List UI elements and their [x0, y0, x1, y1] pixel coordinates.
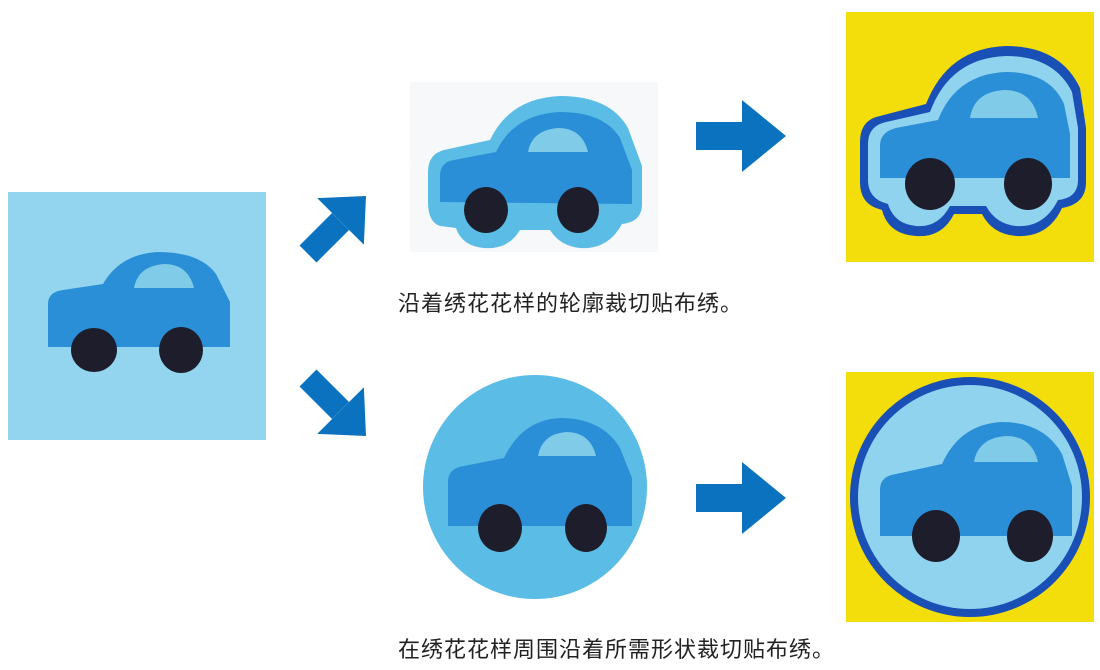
arrow-down-right [292, 362, 382, 452]
caption-top: 沿着绣花花样的轮廓裁切贴布绣。 [398, 292, 744, 317]
arrow-right-top [692, 96, 788, 176]
arrow-icon [696, 100, 786, 172]
contour-cut-applique [410, 82, 658, 252]
finished-circle-applique [846, 372, 1094, 622]
arrow-icon [696, 462, 786, 534]
caption-bottom: 在绣花花样周围沿着所需形状裁切贴布绣。 [398, 638, 836, 663]
arrow-right-bottom [692, 458, 788, 538]
circle-cut-applique [410, 362, 660, 612]
original-embroidery-panel [8, 192, 266, 440]
finished-contour-applique [846, 12, 1094, 262]
arrow-icon [299, 196, 366, 263]
car-icon [8, 192, 266, 440]
arrow-icon [299, 369, 366, 436]
arrow-up-right [292, 180, 382, 270]
